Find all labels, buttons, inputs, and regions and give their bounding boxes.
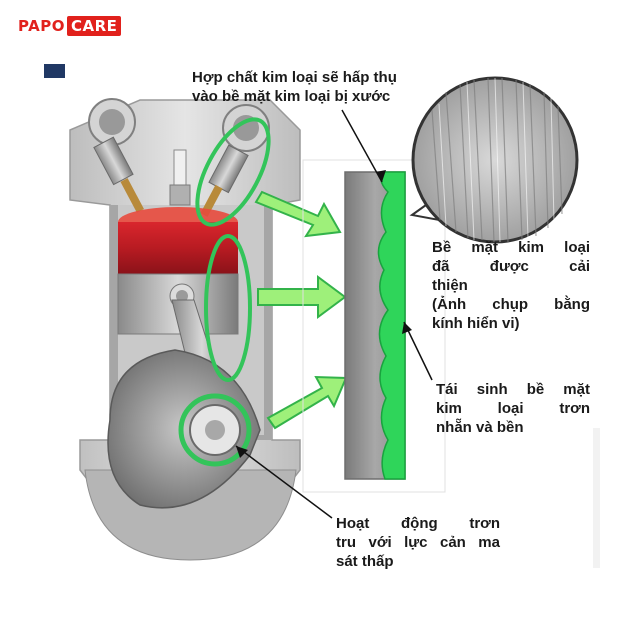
crankshaft — [107, 349, 261, 509]
arrow-to-surface-top — [254, 190, 342, 238]
callout-absorb-text: Hợp chất kim loại sẽ hấp thụ vào bề mặt … — [192, 68, 397, 106]
strip-frame — [302, 159, 446, 493]
leader-line-regenerate — [402, 321, 433, 381]
callout-improved-line-4: (Ảnh chụp bằng — [432, 296, 590, 313]
callout-smooth-line-3: sát thấp — [336, 553, 394, 570]
callout-improved-line-3: thiện — [432, 277, 468, 294]
callout-absorb-line-1: Hợp chất kim loại sẽ hấp thụ — [192, 69, 397, 86]
callout-improved-line-2: đã được cải — [432, 258, 590, 275]
highlight-valve-ellipse — [195, 117, 271, 227]
callout-smooth-text: Hoạt động trơn tru với lực cản ma sát th… — [336, 514, 500, 571]
highlight-cylinder-wall-ellipse — [204, 234, 252, 382]
callout-smooth-line-2: tru với lực cản ma — [336, 534, 500, 551]
logo-text-care: CARE — [66, 16, 122, 36]
callout-improved-line-1: Bề mặt kim loại — [432, 239, 590, 256]
arrow-to-surface-middle — [257, 275, 347, 319]
metal-surface-strip — [344, 171, 406, 480]
leader-line-smooth — [235, 445, 333, 519]
callout-regenerate-line-2: kim loại trơn — [436, 400, 590, 417]
callout-regenerate-line-1: Tái sinh bề mặt — [436, 381, 590, 398]
edge-strip — [593, 428, 600, 568]
callout-improved-text: Bề mặt kim loại đã được cải thiện (Ảnh c… — [432, 238, 590, 333]
decorative-square — [44, 64, 65, 78]
leader-line-absorb — [341, 109, 386, 183]
papocare-logo: PAPO CARE — [18, 16, 122, 36]
callout-regenerate-line-3: nhẵn và bền — [436, 419, 524, 436]
exhaust-camshaft — [200, 104, 270, 217]
callout-improved-line-5: kính hiển vi) — [432, 315, 520, 332]
arrow-to-surface-bottom — [266, 375, 348, 430]
callout-regenerate-text: Tái sinh bề mặt kim loại trơn nhẵn và bề… — [436, 380, 590, 437]
callout-absorb-line-2: vào bề mặt kim loại bị xước — [192, 88, 391, 105]
spark-plug — [169, 149, 191, 206]
microscope-image — [409, 76, 579, 244]
highlight-bearing-ellipse — [178, 393, 252, 467]
intake-camshaft — [88, 98, 144, 213]
logo-text-papo: PAPO — [18, 17, 65, 35]
callout-smooth-line-1: Hoạt động trơn — [336, 515, 500, 532]
